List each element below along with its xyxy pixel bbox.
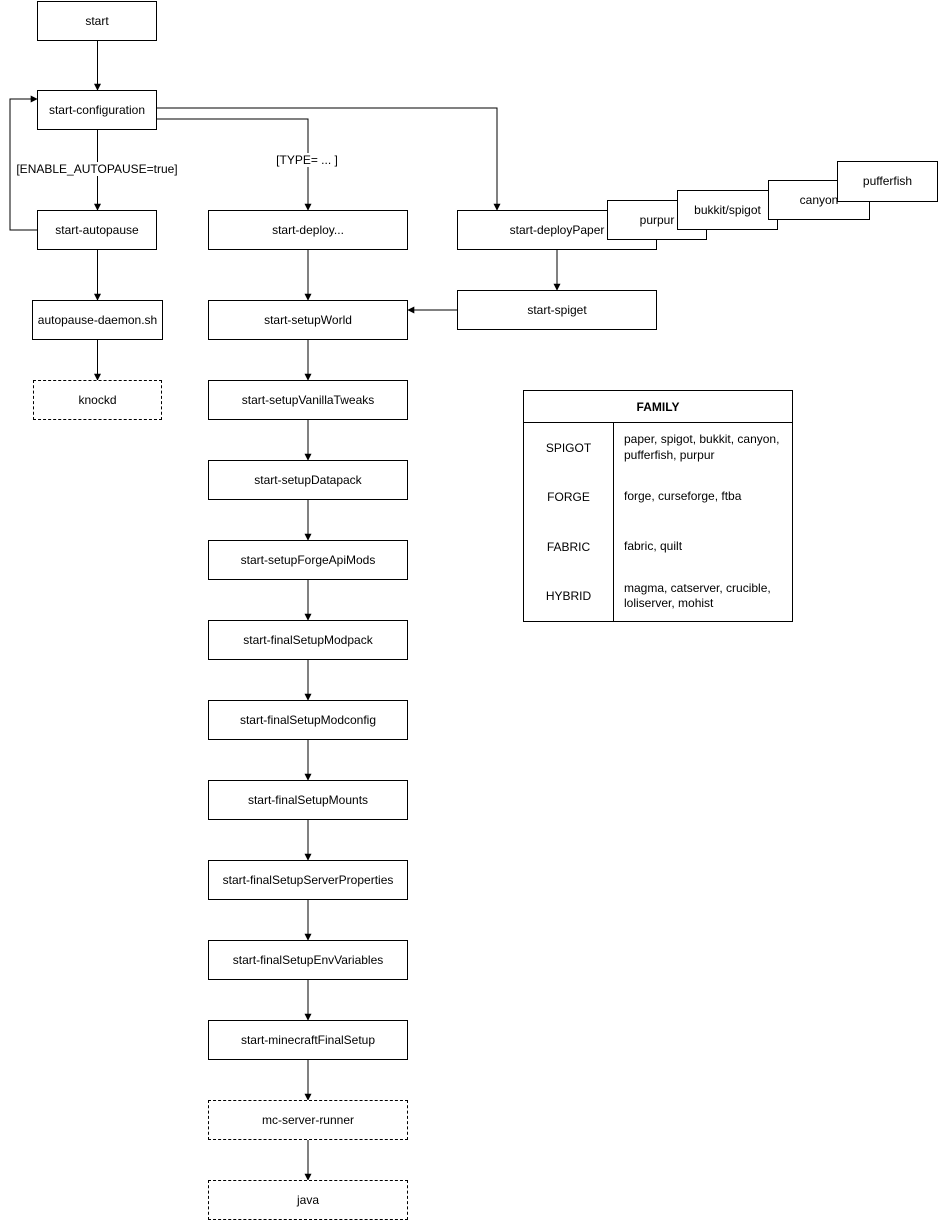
node-start-finalSetupModpack: start-finalSetupModpack — [208, 620, 408, 660]
node-mc-server-runner: mc-server-runner — [208, 1100, 408, 1140]
node-start-finalSetupEnvVariables: start-finalSetupEnvVariables — [208, 940, 408, 980]
node-knockd: knockd — [33, 380, 162, 420]
node-start-deploy: start-deploy... — [208, 210, 408, 250]
node-start-finalSetupServerProperties: start-finalSetupServerProperties — [208, 860, 408, 900]
node-start: start — [37, 1, 157, 41]
family-name: SPIGOT — [524, 423, 614, 473]
family-table-row: HYBRID magma, catserver, crucible, lolis… — [524, 571, 792, 621]
family-name: HYBRID — [524, 571, 614, 621]
family-members: fabric, quilt — [624, 538, 683, 553]
node-start-finalSetupModconfig: start-finalSetupModconfig — [208, 700, 408, 740]
node-start-spiget: start-spiget — [457, 290, 657, 330]
family-table-title: FAMILY — [524, 391, 792, 423]
family-table-row: FABRIC fabric, quilt — [524, 522, 792, 572]
family-table-body: SPIGOT paper, spigot, bukkit, canyon, pu… — [524, 423, 792, 621]
family-name: FABRIC — [524, 522, 614, 572]
node-bukkit-spigot: bukkit/spigot — [677, 190, 778, 230]
family-table: FAMILY SPIGOT paper, spigot, bukkit, can… — [523, 390, 793, 622]
node-start-setupDatapack: start-setupDatapack — [208, 460, 408, 500]
family-members: paper, spigot, bukkit, canyon, pufferfis… — [624, 432, 780, 462]
family-table-row: SPIGOT paper, spigot, bukkit, canyon, pu… — [524, 423, 792, 473]
family-table-row: FORGE forge, curseforge, ftba — [524, 472, 792, 522]
node-start-minecraftFinalSetup: start-minecraftFinalSetup — [208, 1020, 408, 1060]
family-name: FORGE — [524, 472, 614, 522]
node-start-setupWorld: start-setupWorld — [208, 300, 408, 340]
edge-label-enable-autopause: [ENABLE_AUTOPAUSE=true] — [14, 162, 180, 176]
family-members: forge, curseforge, ftba — [624, 489, 742, 504]
node-start-finalSetupMounts: start-finalSetupMounts — [208, 780, 408, 820]
node-start-autopause: start-autopause — [37, 210, 157, 250]
node-start-setupVanillaTweaks: start-setupVanillaTweaks — [208, 380, 408, 420]
node-java: java — [208, 1180, 408, 1220]
edge-label-type: [TYPE= ... ] — [274, 153, 340, 167]
node-start-configuration: start-configuration — [37, 90, 157, 130]
node-start-setupForgeApiMods: start-setupForgeApiMods — [208, 540, 408, 580]
node-pufferfish: pufferfish — [837, 161, 938, 202]
family-members: magma, catserver, crucible, loliserver, … — [624, 580, 771, 611]
node-autopause-daemon: autopause-daemon.sh — [32, 300, 163, 340]
